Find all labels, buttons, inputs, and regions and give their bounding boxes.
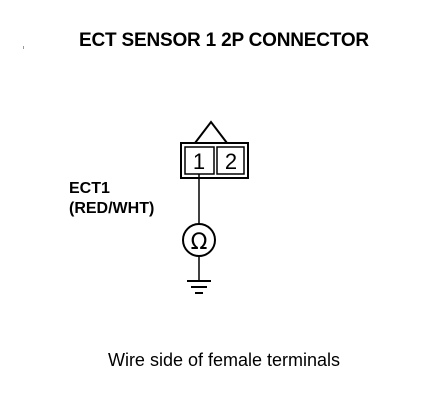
wire-name-label: ECT1 [69, 180, 110, 197]
diagram-title: ECT SENSOR 1 2P CONNECTOR [79, 30, 369, 51]
pin-1-label: 1 [193, 149, 205, 174]
diagram-caption: Wire side of female terminals [107, 350, 341, 370]
connector-pin-2 [216, 146, 245, 175]
ohm-symbol: Ω [191, 230, 208, 255]
ground-icon [187, 280, 211, 294]
pin-2-label: 2 [225, 149, 237, 174]
connector-lock-tab [194, 120, 228, 144]
scan-speck [23, 46, 24, 49]
wire-color-label: (RED/WHT) [69, 200, 155, 217]
